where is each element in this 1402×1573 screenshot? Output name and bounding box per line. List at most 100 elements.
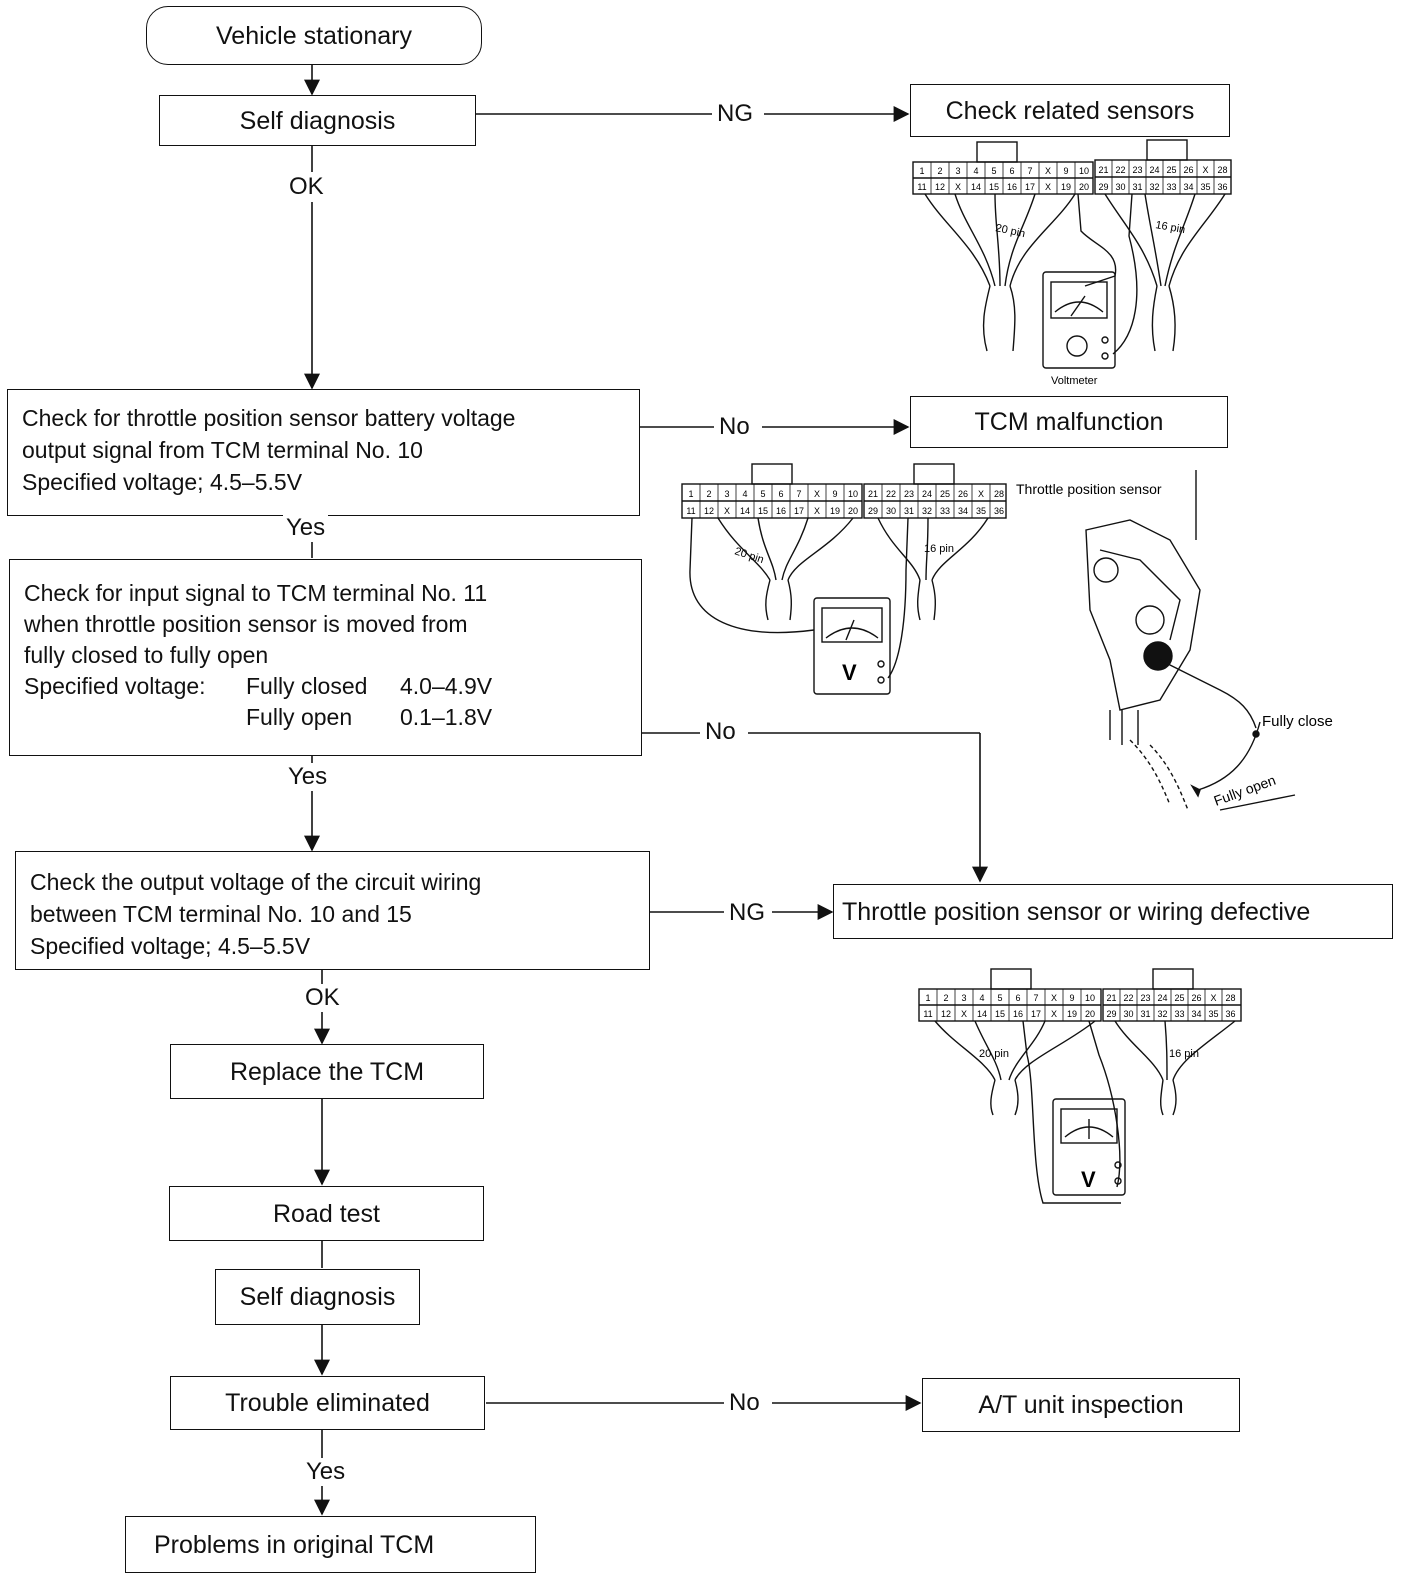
check-output-voltage-box: Check the output voltage of the circuit … <box>15 851 650 970</box>
connector-pin: 4 <box>973 166 978 176</box>
check-input-signal-box: Check for input signal to TCM terminal N… <box>9 559 642 756</box>
connector-pin: 9 <box>1069 993 1074 1003</box>
connector-pin: 17 <box>794 506 804 516</box>
connector-pin: 32 <box>1149 182 1159 192</box>
connector-pin: 24 <box>1149 165 1159 175</box>
connector-pin: 35 <box>976 506 986 516</box>
connector-pin: 26 <box>1183 165 1193 175</box>
check-related-sensors-box: Check related sensors <box>910 84 1230 137</box>
connector-pin: 23 <box>1132 165 1142 175</box>
connector-pin: 2 <box>706 489 711 499</box>
connector-pin: 12 <box>941 1009 951 1019</box>
connector-pin: X <box>955 182 961 192</box>
trouble-eliminated-text: Trouble eliminated <box>225 1389 430 1417</box>
vehicle-stationary-text: Vehicle stationary <box>216 21 412 50</box>
check-input-line3: fully closed to fully open <box>24 642 269 668</box>
v-symbol-2: V <box>842 660 857 685</box>
connector-pin: 19 <box>1067 1009 1077 1019</box>
fully-close-label: Fully close <box>1262 713 1333 730</box>
v-symbol-3: V <box>1081 1167 1096 1192</box>
self-diagnosis-text-2: Self diagnosis <box>239 1283 396 1311</box>
connector-pin: 28 <box>1217 165 1227 175</box>
fully-closed-value: 4.0–4.9V <box>400 673 493 699</box>
label-no-2: No <box>702 718 739 746</box>
connector-pin: 21 <box>868 489 878 499</box>
connector-pin: 22 <box>1123 993 1133 1003</box>
replace-tcm-text: Replace the TCM <box>229 1057 425 1086</box>
connector-pin: 14 <box>740 506 750 516</box>
connector-pin: 35 <box>1208 1009 1218 1019</box>
connector-pin: 28 <box>994 489 1004 499</box>
problems-original-tcm-text: Problems in original TCM <box>154 1530 435 1559</box>
connector-pin: 26 <box>1191 993 1201 1003</box>
connector-pin: X <box>724 506 730 516</box>
connector-pin: X <box>1051 1009 1057 1019</box>
connector-pin: 11 <box>923 1009 932 1019</box>
pin20-label-2: 20 pin <box>733 545 765 566</box>
connector-pin: 4 <box>742 489 747 499</box>
check-tps-line2: output signal from TCM terminal No. 10 <box>22 437 423 463</box>
connector-pin: 22 <box>1115 165 1125 175</box>
connector-pin: 1 <box>925 993 930 1003</box>
check-output-line3: Specified voltage; 4.5–5.5V <box>30 933 311 959</box>
connector-pin: 11 <box>917 182 926 192</box>
connector-pin: X <box>1210 993 1216 1003</box>
connector-pin: 23 <box>904 489 914 499</box>
connector-pin: 10 <box>1079 166 1089 176</box>
label-no-1: No <box>716 413 753 441</box>
connector-pin: 7 <box>1027 166 1032 176</box>
tps-caption: Throttle position sensor <box>1016 481 1162 497</box>
connector-pin: X <box>814 489 820 499</box>
pin20-label-3: 20 pin <box>979 1048 1009 1060</box>
road-test-text: Road test <box>272 1199 380 1228</box>
connector-pin: X <box>978 489 984 499</box>
label-ok-1: OK <box>286 173 327 201</box>
pin20-label-1: 20 pin <box>994 222 1026 240</box>
check-input-line5: Fully open 0.1–1.8V <box>24 702 492 733</box>
connector-pin: 9 <box>832 489 837 499</box>
connector-pin: 30 <box>1123 1009 1133 1019</box>
connector-pin: 11 <box>686 506 695 516</box>
spec-voltage-label: Specified voltage: <box>24 673 206 699</box>
connector-pin: 29 <box>868 506 878 516</box>
throttle-position-sensor-illustration: Throttle position sensor Fully close Ful… <box>1016 470 1333 811</box>
connector-pin: X <box>1045 166 1051 176</box>
connector-pin: 3 <box>955 166 960 176</box>
connector-pin: 25 <box>1174 993 1184 1003</box>
spacer <box>24 702 246 733</box>
connector-pin: 29 <box>1106 1009 1116 1019</box>
check-related-sensors-text: Check related sensors <box>945 96 1195 125</box>
connector-pin: 5 <box>760 489 765 499</box>
connector-pin: 16 <box>776 506 786 516</box>
connector-pin: 15 <box>758 506 768 516</box>
check-input-line4: Specified voltage: Fully closed 4.0–4.9V <box>24 671 492 702</box>
connector-pin: 33 <box>1174 1009 1184 1019</box>
problems-original-tcm-box: Problems in original TCM <box>125 1516 536 1573</box>
connector-pin: 1 <box>919 166 924 176</box>
pin16-label-3: 16 pin <box>1169 1048 1199 1060</box>
connector-pin: 17 <box>1025 182 1035 192</box>
connector-pin: 10 <box>848 489 858 499</box>
connector-pin: 7 <box>1033 993 1038 1003</box>
connector-pin: 36 <box>1217 182 1227 192</box>
connector-pin: 20 <box>1085 1009 1095 1019</box>
road-test-box: Road test <box>169 1186 484 1241</box>
at-unit-inspection-box: A/T unit inspection <box>922 1378 1240 1432</box>
label-no-3: No <box>726 1389 763 1417</box>
connector-pin: 34 <box>1191 1009 1201 1019</box>
connector-pin: 15 <box>989 182 999 192</box>
connector-pin: 33 <box>1166 182 1176 192</box>
connector-pin: X <box>814 506 820 516</box>
tps-defective-box: Throttle position sensor or wiring defec… <box>833 884 1393 939</box>
tps-defective-text: Throttle position sensor or wiring defec… <box>842 897 1311 926</box>
label-ng-2: NG <box>726 899 768 927</box>
label-yes-2: Yes <box>285 763 331 791</box>
connector-pin: 6 <box>778 489 783 499</box>
connector-pin: 34 <box>958 506 968 516</box>
connector-pin: 33 <box>940 506 950 516</box>
self-diagnosis-text-1: Self diagnosis <box>239 106 396 135</box>
connector-pin: 5 <box>997 993 1002 1003</box>
